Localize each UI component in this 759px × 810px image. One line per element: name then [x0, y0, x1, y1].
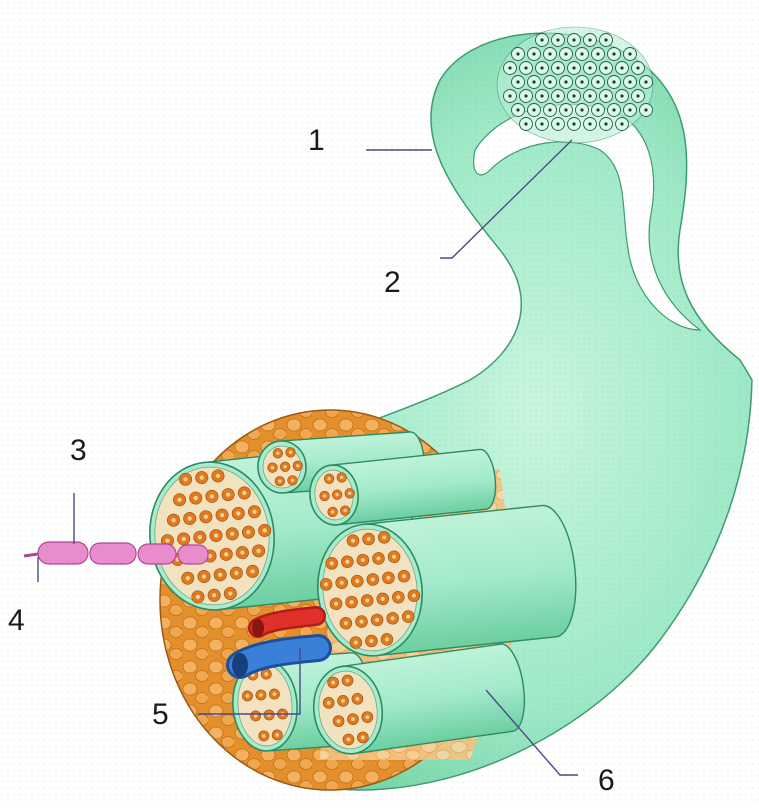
- ganglion-cell-nucleus: [564, 80, 567, 83]
- ganglion-cell-nucleus: [572, 94, 575, 97]
- ganglion-cell-nucleus: [556, 94, 559, 97]
- ganglion-cell-nucleus: [556, 122, 559, 125]
- ganglion-cell-nucleus: [628, 80, 631, 83]
- label-5: 5: [152, 700, 169, 730]
- ganglion-cell-nucleus: [588, 94, 591, 97]
- ganglion-cell-nucleus: [580, 80, 583, 83]
- ganglion-cell-nucleus: [604, 66, 607, 69]
- ganglion-cell-nucleus: [644, 108, 647, 111]
- ganglion-cell-nucleus: [628, 108, 631, 111]
- ganglion-cell-nucleus: [572, 122, 575, 125]
- ganglion-cell-nucleus: [588, 122, 591, 125]
- ganglion-cell-nucleus: [588, 66, 591, 69]
- ganglion-cell-cluster: [497, 27, 653, 143]
- ganglion-cell-nucleus: [548, 108, 551, 111]
- ganglion-cell-nucleus: [636, 94, 639, 97]
- ganglion-cell-nucleus: [540, 122, 543, 125]
- ganglion-cell-nucleus: [548, 80, 551, 83]
- ganglion-cell-nucleus: [604, 38, 607, 41]
- ganglion-cell-nucleus: [524, 66, 527, 69]
- vein-lumen: [232, 653, 248, 677]
- ganglion-cell-nucleus: [540, 94, 543, 97]
- label-3: 3: [70, 436, 87, 466]
- ganglion-cell-nucleus: [596, 52, 599, 55]
- ganglion-cell-nucleus: [532, 80, 535, 83]
- ganglion-cell-nucleus: [572, 66, 575, 69]
- ganglion-cell-nucleus: [620, 122, 623, 125]
- label-1: 1: [308, 126, 325, 156]
- label-6: 6: [598, 766, 615, 796]
- ganglion-cell-nucleus: [644, 80, 647, 83]
- ganglion-cell-nucleus: [516, 108, 519, 111]
- label-2: 2: [384, 268, 401, 298]
- ganglion-cell-nucleus: [604, 122, 607, 125]
- ganglion-cell-nucleus: [548, 52, 551, 55]
- ganglion-cell-nucleus: [580, 108, 583, 111]
- ganglion-cell-nucleus: [516, 52, 519, 55]
- ganglion-cell-nucleus: [596, 80, 599, 83]
- ganglion-cell-nucleus: [540, 38, 543, 41]
- ganglion-cell-nucleus: [596, 108, 599, 111]
- ganglion-cell-nucleus: [588, 38, 591, 41]
- ganglion-cell-nucleus: [564, 108, 567, 111]
- label-4: 4: [8, 606, 25, 636]
- ganglion-cell-nucleus: [508, 94, 511, 97]
- ganglion-cell-nucleus: [604, 94, 607, 97]
- artery-lumen: [252, 619, 264, 637]
- ganglion-cell-nucleus: [620, 66, 623, 69]
- ganglion-cell-nucleus: [532, 108, 535, 111]
- fascicle: [311, 503, 581, 661]
- ganglion-cell-nucleus: [540, 66, 543, 69]
- ganglion-cell-nucleus: [580, 52, 583, 55]
- ganglion-cell-nucleus: [612, 52, 615, 55]
- ganglion-cell-nucleus: [636, 66, 639, 69]
- ganglion-cell-nucleus: [516, 80, 519, 83]
- ganglion-cell-nucleus: [524, 122, 527, 125]
- ganglion-cell-nucleus: [556, 66, 559, 69]
- ganglion-cell-nucleus: [628, 52, 631, 55]
- ganglion-cell-nucleus: [572, 38, 575, 41]
- ganglion-cell-nucleus: [508, 66, 511, 69]
- ganglion-cell-nucleus: [612, 80, 615, 83]
- ganglion-cell-nucleus: [524, 94, 527, 97]
- ganglion-cell-nucleus: [556, 38, 559, 41]
- ganglion-cell-nucleus: [564, 52, 567, 55]
- ganglion-cell-nucleus: [532, 52, 535, 55]
- ganglion-cell-nucleus: [620, 94, 623, 97]
- ganglion-cell-nucleus: [612, 108, 615, 111]
